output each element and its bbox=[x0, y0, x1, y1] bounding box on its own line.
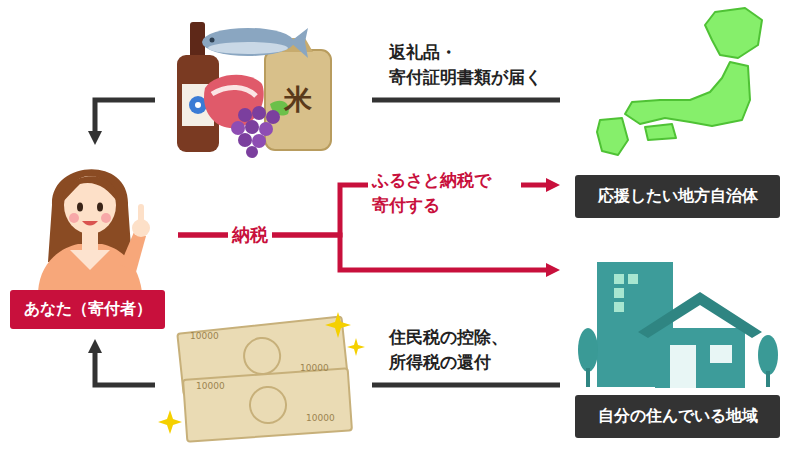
town-illustration-part bbox=[710, 345, 732, 363]
money-illustration bbox=[158, 312, 365, 442]
municipality-node: 自分の住んでいる地域 bbox=[560, 255, 785, 442]
town-illustration-part bbox=[638, 292, 762, 338]
town-illustration-part bbox=[586, 368, 590, 387]
town-illustration-part bbox=[655, 328, 745, 388]
money-illustration-part bbox=[183, 368, 352, 441]
person-illustration-part bbox=[97, 203, 103, 212]
gift-illustration-part bbox=[252, 134, 266, 148]
person-illustration-part bbox=[82, 221, 98, 226]
gift-illustration-part bbox=[259, 122, 273, 136]
node-label: あなた（寄付者） bbox=[10, 290, 165, 329]
town-illustration-part bbox=[758, 335, 778, 375]
person-illustration-part bbox=[62, 176, 118, 203]
edge-label: 住民税の控除、 所得税の還付 bbox=[385, 325, 553, 374]
gift-illustration-part bbox=[266, 110, 280, 124]
person-illustration-part bbox=[138, 204, 144, 226]
edge-label: 返礼品・ 寄付証明書類が届く bbox=[385, 40, 571, 89]
town-illustration-part bbox=[614, 274, 624, 284]
money-illustration-part bbox=[158, 410, 182, 434]
japan-map-part bbox=[645, 124, 676, 140]
japan-map-part bbox=[625, 62, 750, 126]
money-illustration-part bbox=[347, 338, 365, 356]
gift-illustration-part bbox=[290, 28, 308, 58]
gift-illustration-part bbox=[238, 133, 252, 147]
person-illustration-part bbox=[101, 213, 111, 223]
person-illustration bbox=[38, 169, 150, 292]
gift-illustration-part bbox=[212, 87, 256, 96]
person-illustration-part bbox=[77, 203, 83, 212]
edge-label: 納税 bbox=[228, 222, 272, 248]
gift-illustration-part bbox=[195, 102, 201, 108]
gift-illustration-part bbox=[252, 106, 266, 120]
town-illustration-part bbox=[628, 274, 638, 284]
gift-illustration-part bbox=[204, 75, 264, 129]
edge-label: ふるさと納税で 寄付する bbox=[368, 168, 521, 217]
rice-symbol: 米 bbox=[284, 86, 312, 114]
banknote-value: 10000 bbox=[306, 414, 335, 423]
municipality-node: 応援したい地方自治体 bbox=[560, 3, 785, 220]
person-illustration-part bbox=[70, 250, 110, 270]
person-illustration-part bbox=[120, 232, 146, 272]
gift-illustration-part bbox=[238, 108, 252, 122]
gift-illustration-part bbox=[245, 120, 259, 134]
town-illustration-part bbox=[578, 328, 598, 372]
banknote-value: 10000 bbox=[300, 364, 329, 373]
gift-illustration-part bbox=[231, 121, 245, 135]
gift-illustration-part bbox=[246, 146, 258, 158]
japan-map bbox=[597, 8, 762, 155]
gift-illustration bbox=[177, 22, 331, 158]
donor-node: あなた（寄付者） bbox=[10, 145, 178, 339]
money-illustration-part-part bbox=[183, 368, 352, 441]
town-illustration-part bbox=[766, 371, 770, 387]
money-illustration-part bbox=[325, 312, 351, 338]
town-illustration-part bbox=[614, 302, 624, 312]
banknote-value: 10000 bbox=[190, 332, 219, 341]
japan-map-part bbox=[705, 8, 762, 58]
gift-illustration-part bbox=[265, 50, 331, 150]
gift-illustration-part bbox=[208, 42, 288, 54]
gift-illustration-part bbox=[210, 38, 215, 43]
node-label: 応援したい地方自治体 bbox=[575, 175, 780, 218]
town-illustration-part bbox=[614, 288, 624, 298]
banknote-value: 10000 bbox=[196, 382, 225, 391]
town-illustration-part bbox=[670, 345, 696, 388]
japan-map-part bbox=[597, 118, 628, 155]
town-illustration bbox=[578, 262, 778, 388]
person-illustration-part bbox=[69, 213, 79, 223]
node-label: 自分の住んでいる地域 bbox=[575, 395, 780, 438]
gift-illustration-part bbox=[202, 28, 294, 56]
money-illustration-part-part bbox=[242, 336, 282, 376]
person-illustration-part bbox=[48, 169, 132, 262]
money-illustration-part-part bbox=[249, 386, 287, 424]
